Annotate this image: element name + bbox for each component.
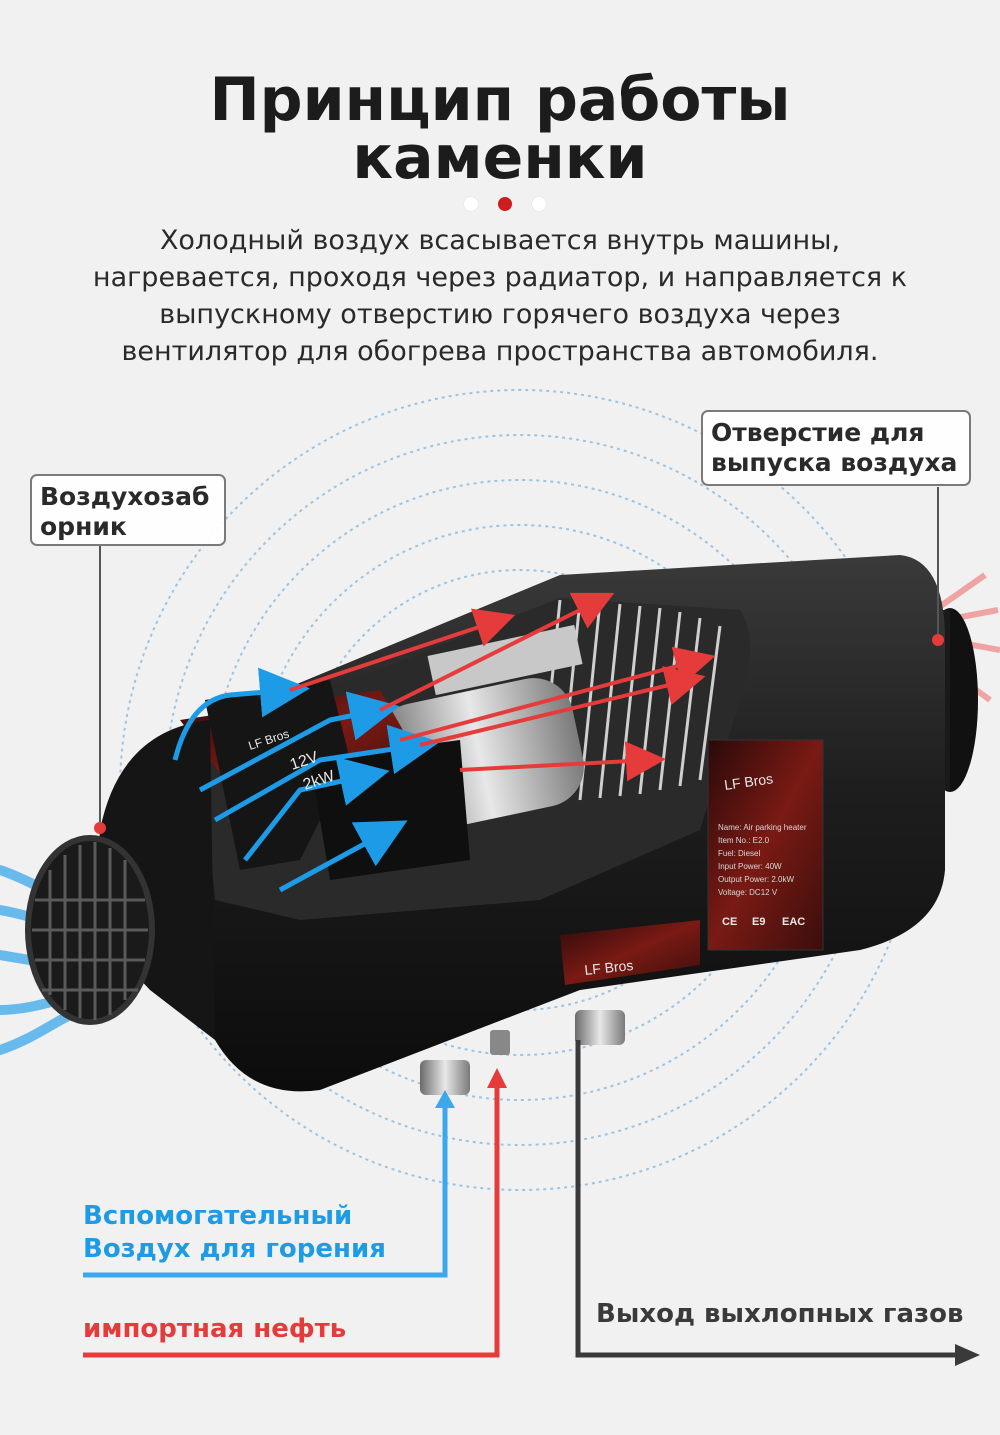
pager-dots	[464, 197, 554, 213]
air-intake-label-line2: орник	[40, 512, 127, 541]
brand-label-top: LF Bros	[723, 770, 774, 793]
e9-mark: E9	[752, 916, 765, 928]
page-title-line2: каменки	[352, 123, 648, 193]
certification-marks: CE E9 EAC	[722, 916, 805, 928]
air-outlet-callout: Отверстие для выпуска воздуха	[701, 410, 971, 486]
air-intake-label-line1: Воздухозаб	[40, 482, 210, 511]
description-line: нагревается, проходя через радиатор, и н…	[92, 262, 908, 293]
pager-dot-active[interactable]	[498, 197, 512, 211]
description-line: выпускному отверстию горячего воздуха че…	[159, 299, 841, 330]
intake-marker-dot	[94, 822, 106, 834]
nameplate-line: Item No.: E2.0	[718, 836, 770, 845]
outlet-marker-dot	[932, 634, 944, 646]
ce-mark: CE	[722, 916, 737, 928]
description-line: вентилятор для обогрева пространства авт…	[121, 336, 879, 367]
page-title-line1: Принцип работы	[209, 65, 791, 135]
nameplate-line: Name: Air parking heater	[718, 823, 807, 832]
eac-mark: EAC	[782, 916, 805, 928]
combustion-air-line	[83, 1090, 455, 1278]
fuel-line	[83, 1068, 507, 1358]
nameplate-line: Voltage: DC12 V	[718, 888, 778, 897]
exhaust-legend: Выход выхлопных газов	[596, 1298, 963, 1331]
combustion-air-legend: Вспомогательный Воздух для горения	[83, 1200, 386, 1266]
heater-body	[25, 555, 978, 1095]
nameplate-line: Fuel: Diesel	[718, 849, 760, 858]
combustion-air-label-line2: Воздух для горения	[83, 1234, 386, 1264]
exhaust-label: Выход выхлопных газов	[596, 1299, 964, 1329]
fuel-label: импортная нефть	[83, 1314, 347, 1344]
hot-air-arrows	[289, 592, 716, 782]
brand-label-bottom: LF Bros	[584, 957, 634, 978]
pager-dot[interactable]	[464, 197, 478, 211]
nameplate-text: Name: Air parking heater Item No.: E2.0 …	[718, 823, 807, 897]
nameplate-line: Output Power: 2.0kW	[718, 875, 794, 884]
air-outlet-label-line1: Отверстие для	[711, 418, 925, 447]
combustion-air-label-line1: Вспомогательный	[83, 1201, 353, 1231]
fuel-legend: импортная нефть	[83, 1313, 346, 1346]
exhaust-line	[575, 1040, 980, 1366]
pager-dot[interactable]	[532, 197, 546, 211]
nameplate-line: Input Power: 40W	[718, 862, 782, 871]
air-outlet-label-line2: выпуска воздуха	[711, 448, 958, 477]
description-line: Холодный воздух всасывается внутрь машин…	[159, 225, 841, 256]
cold-air-arrows	[172, 667, 440, 893]
air-intake-callout: Воздухозаб орник	[30, 474, 226, 546]
